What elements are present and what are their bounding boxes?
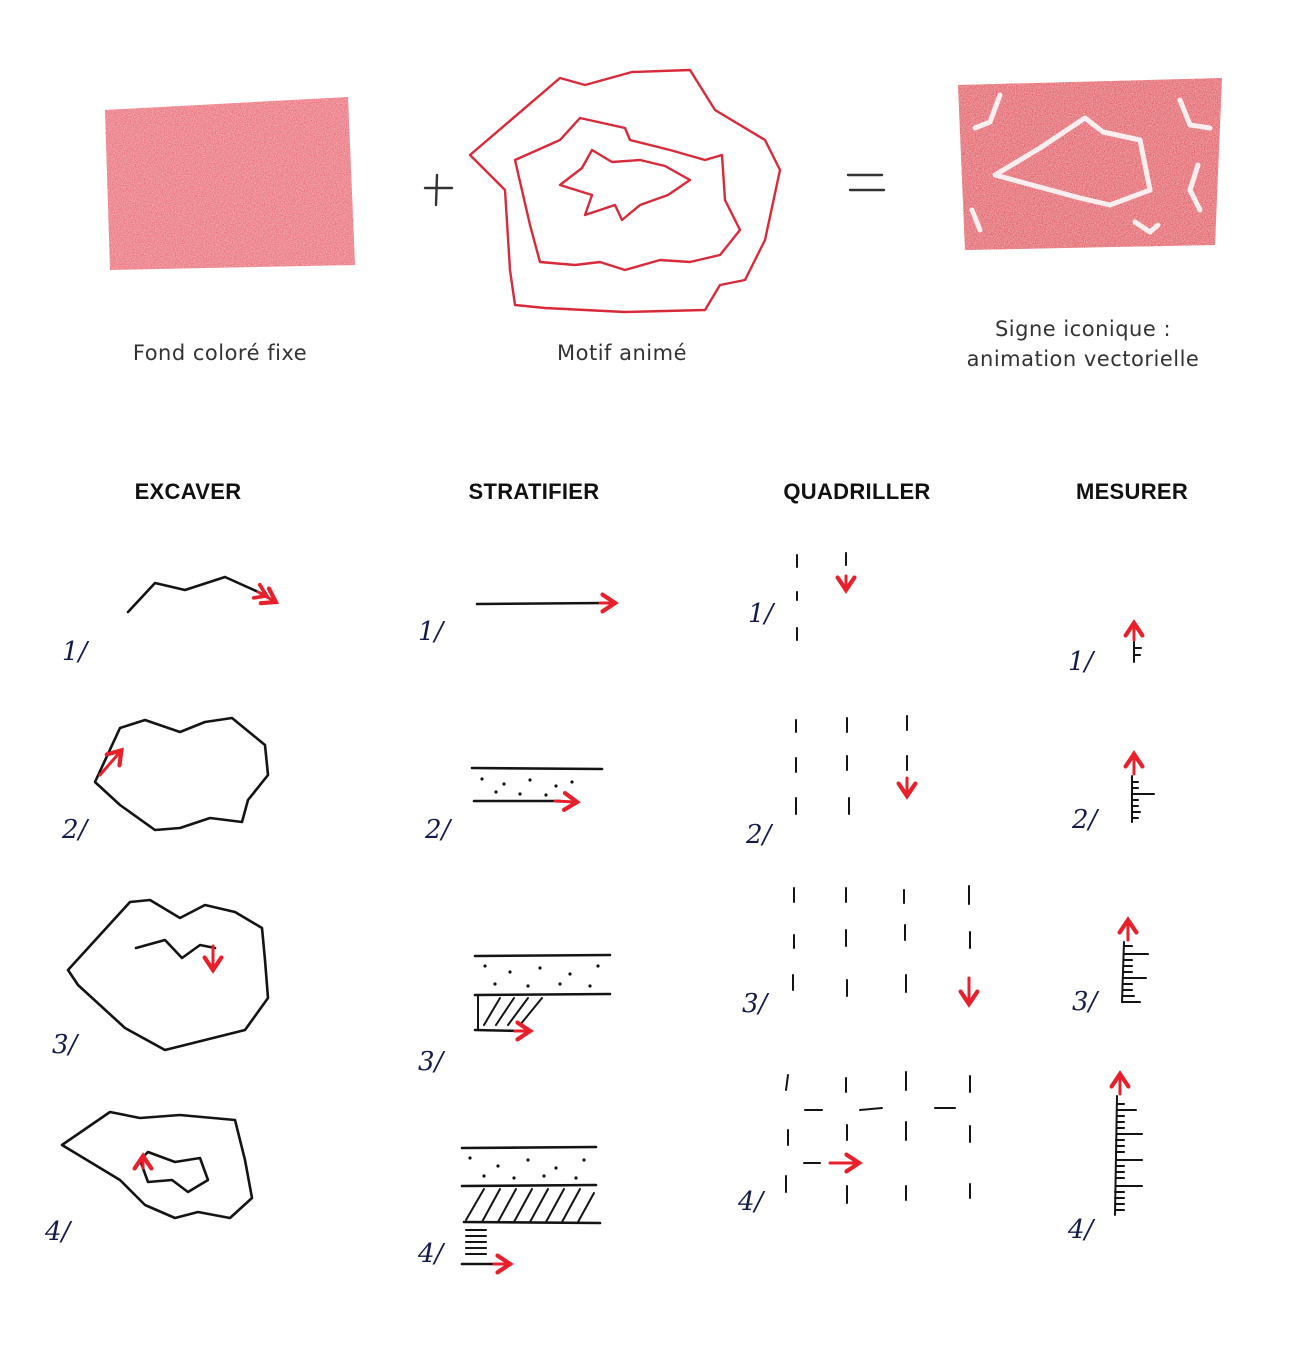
- iconic-sign-result: [958, 78, 1222, 250]
- stratifier-step-2-number: 2/: [424, 815, 453, 845]
- quadriller-step-2-number: 2/: [745, 820, 774, 850]
- stratifier-step-4-sketch: 4/: [417, 1145, 602, 1275]
- caption-animated-motif: Motif animé: [557, 341, 687, 365]
- mesurer-step-3-number: 3/: [1072, 987, 1100, 1017]
- quadriller-step-4-sketch: 4/: [737, 1071, 971, 1217]
- quadriller-step-1-sketch: 1/: [748, 552, 857, 641]
- mesurer-step-4-number: 4/: [1067, 1215, 1096, 1245]
- mesurer-step-2-number: 2/: [1071, 805, 1100, 835]
- mesurer-step-1-number: 1/: [1068, 647, 1096, 677]
- quadriller-step-3-number: 3/: [742, 989, 770, 1019]
- excaver-step-1-number: 1/: [62, 637, 90, 667]
- stratifier-step-2-sketch: 2/: [424, 766, 604, 845]
- stratifier-step-4-number: 4/: [417, 1239, 446, 1269]
- mesurer-step-3-sketch: 3/: [1072, 916, 1149, 1017]
- quadriller-step-2-sketch: 2/: [745, 715, 918, 850]
- plus-operator: [423, 173, 454, 207]
- excaver-step-2-number: 2/: [61, 815, 90, 845]
- excaver-step-2-sketch: 2/: [61, 716, 270, 845]
- column-title-quadriller: QUADRILLER: [783, 479, 931, 504]
- excaver-step-4-number: 4/: [44, 1217, 73, 1247]
- excaver-step-3-sketch: 3/: [52, 898, 270, 1060]
- stratifier-step-3-number: 3/: [418, 1047, 446, 1077]
- excaver-step-3-number: 3/: [52, 1030, 80, 1060]
- quadriller-step-1-number: 1/: [748, 599, 776, 629]
- column-title-mesurer: MESURER: [1075, 479, 1189, 504]
- stratifier-step-1-sketch: 1/: [418, 592, 619, 647]
- excaver-step-4-sketch: 4/: [44, 1110, 254, 1247]
- caption-fixed-background: Fond coloré fixe: [132, 341, 308, 365]
- mesurer-step-2-sketch: 2/: [1071, 750, 1155, 835]
- quadriller-step-4-number: 4/: [737, 1187, 766, 1217]
- column-title-excaver: EXCAVER: [134, 479, 242, 504]
- stratifier-step-1-number: 1/: [418, 617, 446, 647]
- mesurer-step-4-sketch: 4/: [1067, 1070, 1143, 1245]
- fixed-background-swatch: [105, 97, 355, 270]
- column-title-stratifier: STRATIFIER: [468, 479, 600, 504]
- equals-operator: [846, 173, 886, 192]
- mesurer-step-1-sketch: 1/: [1068, 619, 1145, 677]
- caption-iconic-sign: Signe iconique : animation vectorielle: [966, 317, 1200, 371]
- stratifier-step-3-sketch: 3/: [418, 953, 612, 1077]
- quadriller-step-3-sketch: 3/: [742, 885, 980, 1019]
- animated-motif-sketch: [468, 68, 782, 314]
- excaver-step-1-sketch: 1/: [62, 575, 280, 667]
